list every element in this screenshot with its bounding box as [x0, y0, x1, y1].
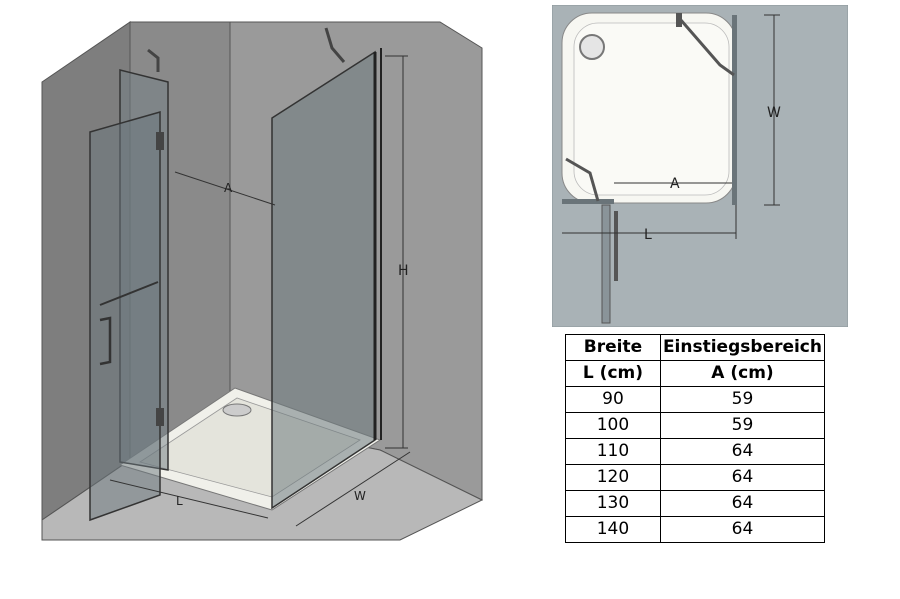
cell-entry: 64 — [659, 516, 826, 543]
drain — [222, 403, 252, 417]
plan-dim-w-label: W — [767, 105, 781, 121]
header-breite: Breite — [565, 334, 661, 361]
glass-door — [89, 111, 161, 522]
iso-dim-w-label: W — [354, 489, 366, 503]
iso-dim-a-label: A — [224, 181, 233, 195]
iso-dim-h-label: H — [398, 263, 409, 279]
table-row: 110 64 — [565, 438, 826, 465]
cell-width: 130 — [565, 490, 661, 517]
table-header-row: L (cm) A (cm) — [565, 360, 826, 387]
plan-dim-a-label: A — [670, 176, 680, 192]
stabilizer-bar-left — [147, 48, 160, 72]
cell-width: 100 — [565, 412, 661, 439]
plan-drain — [579, 34, 605, 60]
cell-entry: 64 — [659, 438, 826, 465]
door-handle — [99, 316, 112, 366]
cell-width: 140 — [565, 516, 661, 543]
cell-entry: 59 — [659, 386, 826, 413]
upper-hinge — [156, 132, 164, 150]
table-row: 140 64 — [565, 516, 826, 543]
table-row: 100 59 — [565, 412, 826, 439]
cell-width: 120 — [565, 464, 661, 491]
dimensions-table: Breite Einstiegsbereich L (cm) A (cm) 90… — [565, 334, 826, 543]
table-row: 130 64 — [565, 490, 826, 517]
cell-entry: 59 — [659, 412, 826, 439]
glass-side-panel — [271, 50, 376, 510]
plan-dim-l-label: L — [644, 227, 652, 243]
plan-view-drawing: W A L — [552, 5, 848, 327]
header-l-cm: L (cm) — [565, 360, 661, 387]
table-header-row: Breite Einstiegsbereich — [565, 334, 826, 361]
lower-hinge — [156, 408, 164, 426]
table-row: 120 64 — [565, 464, 826, 491]
cell-width: 90 — [565, 386, 661, 413]
table-row: 90 59 — [565, 386, 826, 413]
cell-entry: 64 — [659, 490, 826, 517]
cell-entry: 64 — [659, 464, 826, 491]
iso-dim-l-label: L — [176, 494, 183, 508]
cell-width: 110 — [565, 438, 661, 465]
stabilizer-bar-right — [324, 27, 346, 63]
header-a-cm: A (cm) — [659, 360, 826, 387]
header-einstiegsbereich: Einstiegsbereich — [659, 334, 826, 361]
isometric-shower-drawing: A H L W — [41, 21, 484, 541]
